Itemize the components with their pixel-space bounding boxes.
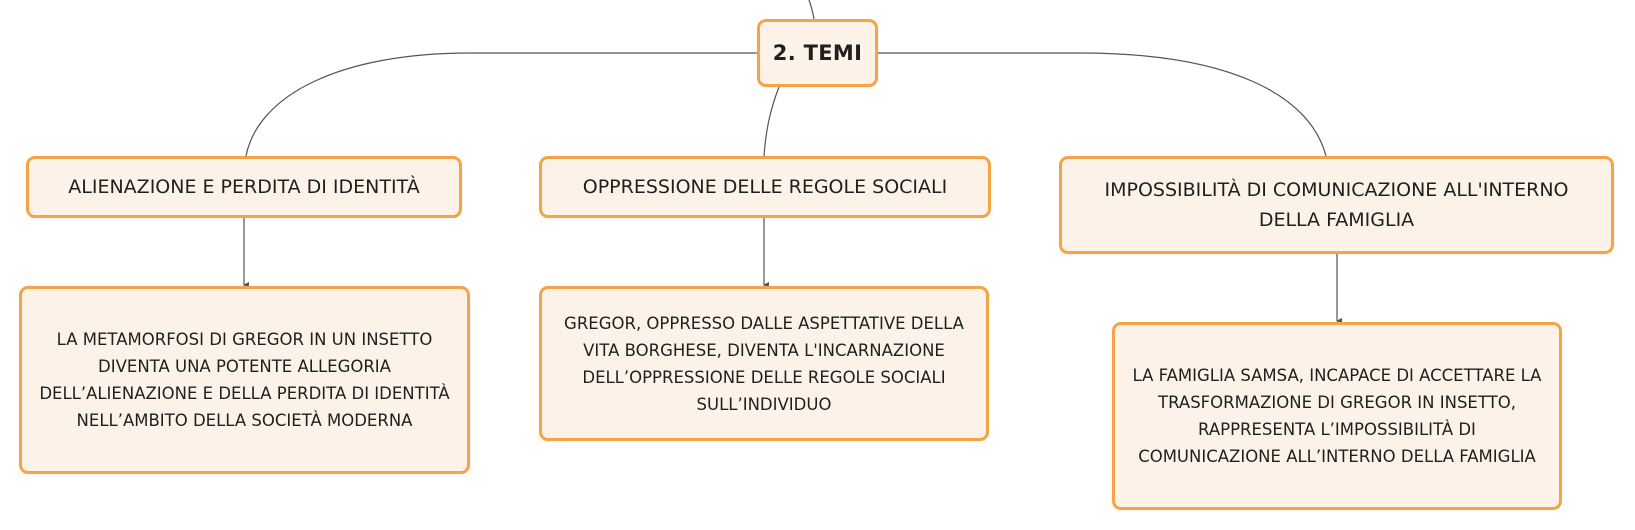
connector-root-to-theme-2 — [763, 86, 780, 157]
detail-text: LA METAMORFOSI DI GREGOR IN UN INSETTO D… — [39, 330, 450, 430]
root-node[interactable]: 2. TEMI — [757, 19, 878, 87]
theme-title: OPPRESSIONE DELLE REGOLE SOCIALI — [582, 176, 948, 198]
root-label: 2. TEMI — [772, 41, 863, 65]
detail-node-oppression[interactable]: GREGOR, OPPRESSO DALLE ASPETTATIVE DELLA… — [539, 286, 989, 441]
connector-parent-to-root — [808, 0, 815, 20]
detail-node-alienation[interactable]: LA METAMORFOSI DI GREGOR IN UN INSETTO D… — [19, 286, 470, 474]
theme-title: ALIENAZIONE E PERDITA DI IDENTITÀ — [68, 176, 420, 198]
detail-node-communication[interactable]: LA FAMIGLIA SAMSA, INCAPACE DI ACCETTARE… — [1112, 322, 1562, 510]
theme-title: IMPOSSIBILITÀ DI COMUNICAZIONE ALL'INTER… — [1104, 179, 1569, 231]
theme-node-oppression[interactable]: OPPRESSIONE DELLE REGOLE SOCIALI — [539, 156, 991, 218]
detail-text: GREGOR, OPPRESSO DALLE ASPETTATIVE DELLA… — [564, 313, 964, 414]
theme-node-alienation[interactable]: ALIENAZIONE E PERDITA DI IDENTITÀ — [26, 156, 462, 218]
detail-text: LA FAMIGLIA SAMSA, INCAPACE DI ACCETTARE… — [1132, 366, 1542, 466]
theme-node-communication[interactable]: IMPOSSIBILITÀ DI COMUNICAZIONE ALL'INTER… — [1059, 156, 1614, 254]
connector-root-to-theme-3 — [878, 52, 1327, 157]
connector-root-to-theme-1 — [245, 52, 757, 157]
